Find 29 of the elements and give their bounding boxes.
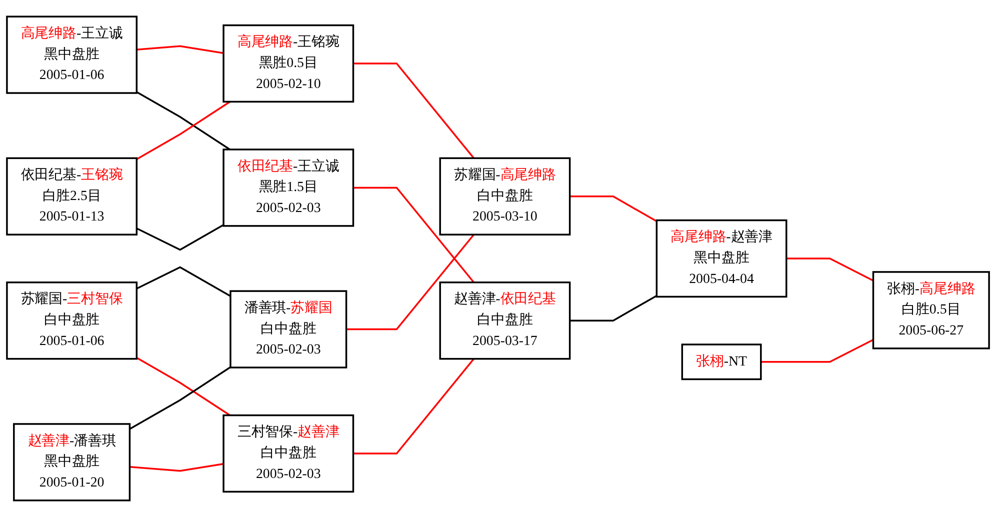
connector <box>346 234 474 330</box>
connector <box>353 358 474 454</box>
node-box: 赵善津-依田纪基 白中盘胜 2005-03-17 <box>439 282 571 360</box>
node-box: 三村智保-赵善津 白中盘胜 2005-02-03 <box>222 414 354 493</box>
connector <box>136 100 230 160</box>
connector <box>353 186 474 283</box>
connector <box>129 366 231 430</box>
connector <box>760 338 874 363</box>
connector <box>136 45 224 54</box>
node-box: 依田纪基-王立诚 黑胜1.5目 2005-02-03 <box>222 148 354 227</box>
node-box: 苏耀国-高尾绅路 白中盘胜 2005-03-10 <box>439 157 571 236</box>
node-box: 依田纪基-王铭琬 白胜2.5目 2005-01-13 <box>6 157 138 236</box>
node-box: 高尾绅路-王铭琬 黑胜0.5目 2005-02-10 <box>222 24 354 103</box>
node-box: 赵善津-潘善琪 黑中盘胜 2005-01-20 <box>13 423 131 502</box>
node-box: 高尾绅路-王立诚 黑中盘胜 2005-01-06 <box>6 16 138 94</box>
connector <box>786 258 874 282</box>
node-box: 张栩-NT <box>681 344 762 380</box>
node-box: 张栩-高尾绅路 白胜0.5目 2005-06-27 <box>872 271 990 350</box>
connector <box>136 266 231 297</box>
connector <box>130 463 224 472</box>
connector <box>136 91 230 150</box>
connector <box>136 357 230 416</box>
connector <box>570 196 658 222</box>
connector <box>570 294 658 322</box>
connector <box>353 62 474 159</box>
node-box: 潘善琪-苏耀国 白中盘胜 2005-02-03 <box>230 290 348 368</box>
connector <box>136 224 224 251</box>
node-box: 高尾绅路-赵善津 黑中盘胜 2005-04-04 <box>656 219 788 298</box>
node-box: 苏耀国-三村智保 白中盘胜 2005-01-06 <box>6 282 138 360</box>
